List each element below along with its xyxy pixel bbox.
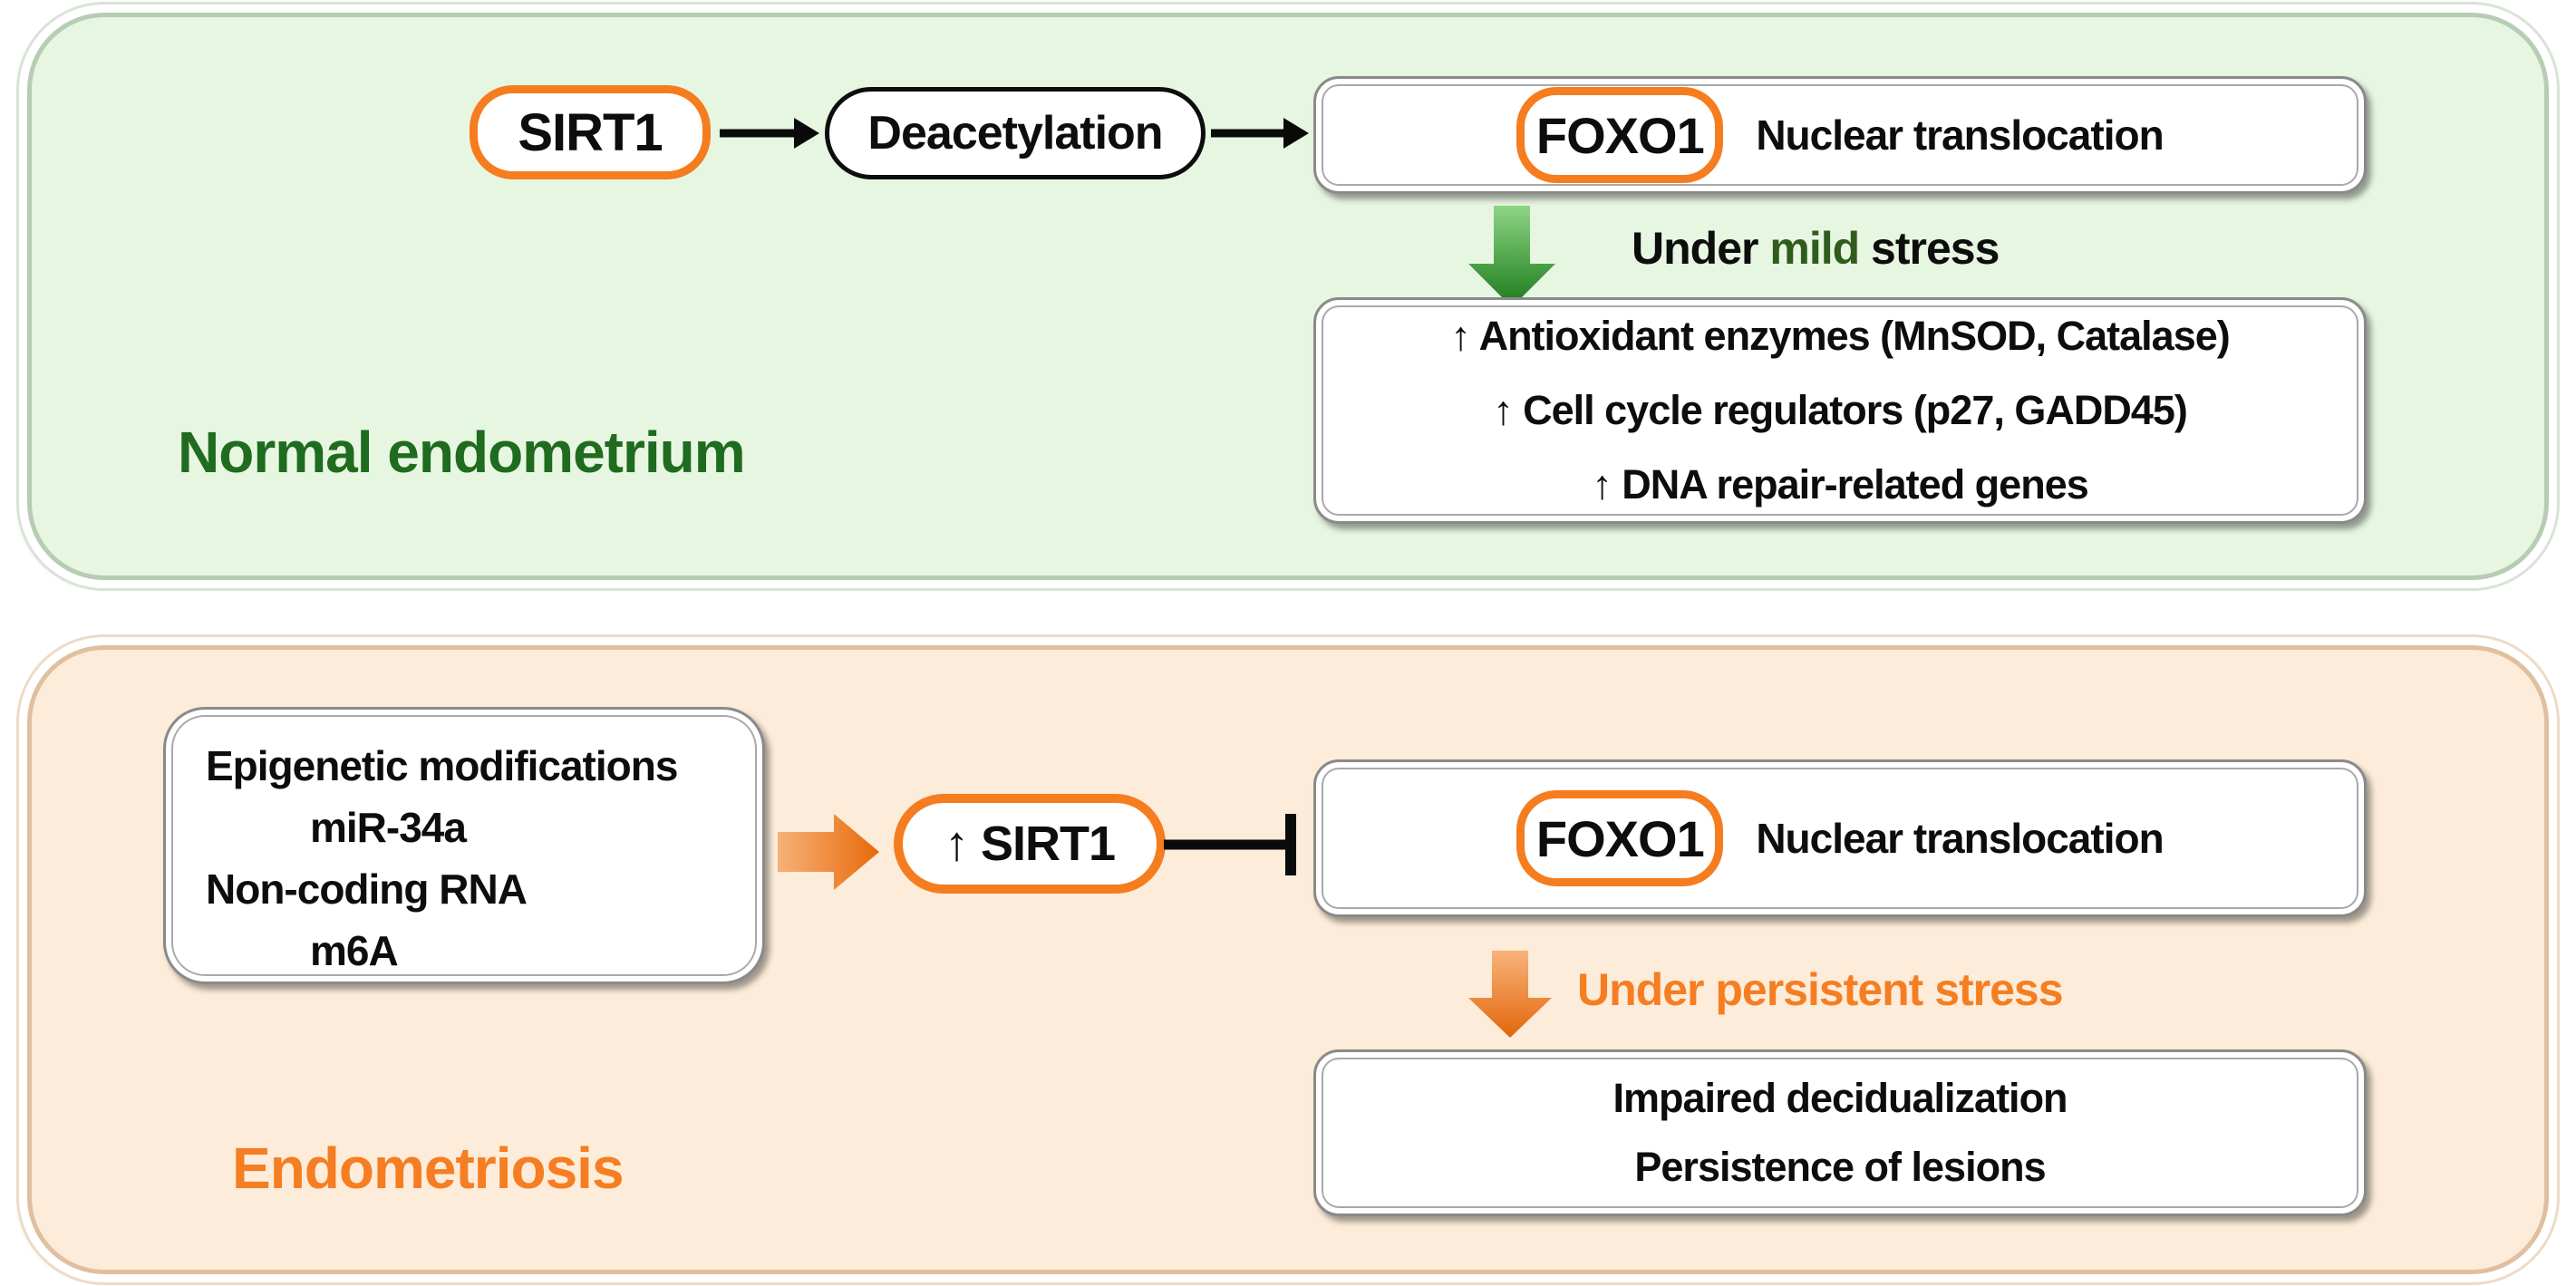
block-arrow-right-icon bbox=[778, 814, 879, 890]
outcome-line: ↑ Antioxidant enzymes (MnSOD, Catalase) bbox=[1450, 313, 2231, 359]
stress-highlight: mild bbox=[1769, 223, 1860, 274]
under-persistent-stress-caption: Under persistent stress bbox=[1577, 964, 2064, 1015]
endometriosis-title: Endometriosis bbox=[232, 1136, 625, 1201]
block-arrow-down-icon bbox=[1468, 951, 1552, 1038]
outcome-line: Persistence of lesions bbox=[1634, 1144, 2046, 1190]
stress-prefix: Under bbox=[1632, 223, 1770, 274]
nuclear-translocation-label: Nuclear translocation bbox=[1756, 111, 2164, 159]
foxo1-label: FOXO1 bbox=[1535, 809, 1705, 867]
cause-line: miR-34a bbox=[310, 804, 467, 851]
nuclear-translocation-label: Nuclear translocation bbox=[1756, 815, 2164, 862]
deacetylation-label: Deacetylation bbox=[867, 107, 1163, 160]
outcome-line: Impaired decidualization bbox=[1612, 1075, 2068, 1121]
foxo1-node: FOXO1 bbox=[1516, 790, 1724, 886]
sirt1-up-label: ↑ SIRT1 bbox=[944, 817, 1116, 871]
mild-stress-outcomes-box: ↑ Antioxidant enzymes (MnSOD, Catalase) … bbox=[1313, 297, 2367, 524]
normal-endometrium-panel: SIRT1 Deacetylation FOXO1 Nuclear transl… bbox=[27, 13, 2549, 580]
foxo1-node: FOXO1 bbox=[1516, 87, 1724, 183]
cause-line: Epigenetic modifications bbox=[206, 742, 678, 789]
epigenetic-causes-box: Epigenetic modifications miR-34a Non-cod… bbox=[163, 707, 765, 984]
foxo1-nuclear-box-normal: FOXO1 Nuclear translocation bbox=[1313, 76, 2367, 194]
cause-line: m6A bbox=[310, 927, 399, 974]
deacetylation-node: Deacetylation bbox=[825, 87, 1206, 179]
endometriosis-panel: Epigenetic modifications miR-34a Non-cod… bbox=[27, 645, 2549, 1274]
arrow-right-icon bbox=[720, 118, 819, 149]
under-mild-stress-caption: Under mild stress bbox=[1632, 221, 2000, 276]
cause-line: Non-coding RNA bbox=[206, 865, 528, 913]
normal-endometrium-title: Normal endometrium bbox=[178, 420, 746, 485]
outcome-line: ↑ Cell cycle regulators (p27, GADD45) bbox=[1493, 387, 2188, 433]
persistent-stress-outcomes-box: Impaired decidualization Persistence of … bbox=[1313, 1049, 2367, 1216]
arrow-right-icon bbox=[1211, 118, 1309, 149]
sirt1-node: SIRT1 bbox=[470, 85, 711, 179]
inhibition-bar-icon bbox=[1164, 814, 1296, 875]
block-arrow-down-icon bbox=[1468, 206, 1555, 307]
sirt1-up-node: ↑ SIRT1 bbox=[894, 794, 1166, 894]
foxo1-nuclear-box-endometriosis: FOXO1 Nuclear translocation bbox=[1313, 759, 2367, 917]
foxo1-label: FOXO1 bbox=[1535, 106, 1705, 164]
sirt1-label: SIRT1 bbox=[518, 102, 663, 162]
outcome-line: ↑ DNA repair-related genes bbox=[1592, 461, 2089, 508]
stress-suffix: stress bbox=[1859, 223, 2000, 274]
